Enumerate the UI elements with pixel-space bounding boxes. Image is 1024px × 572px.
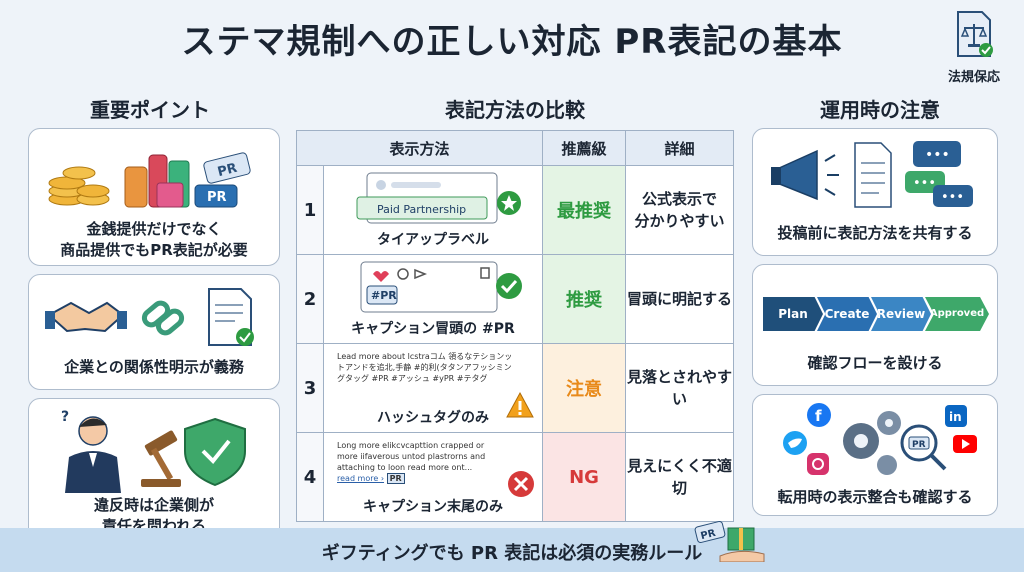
table-row: 1 Paid Partnership タイアップラベル 最推奨 <box>296 165 734 255</box>
method-cell: Lead more about lcstraコム 領るなテションットアンドを追北… <box>323 343 543 433</box>
caption-end-text: Long more elikcvcapttion crapped or more… <box>337 441 486 472</box>
banner-pr-tag: PR <box>700 528 718 542</box>
linkedin-label: in <box>949 410 962 424</box>
table-row: 3 Lead more about lcstraコム 領るなテションットアンドを… <box>296 343 734 433</box>
recommendation-mid: 推奨 <box>542 254 626 344</box>
compliance-badge: 法規保応 <box>936 10 1012 88</box>
detail-line1: 見落とされやすい <box>627 368 733 408</box>
point-caption-line1: 金銭提供だけでなく <box>86 220 222 238</box>
detail-line1: 公式表示で <box>641 190 717 208</box>
detail-line1: 見えにくく不適切 <box>627 457 732 497</box>
badge-label: 法規保応 <box>947 70 1000 85</box>
ng-cross-icon <box>508 471 534 497</box>
caption-end-snippet-text: Long more elikcvcapttion crapped or more… <box>337 440 497 484</box>
recommendation-caution: 注意 <box>542 343 626 433</box>
detail-cell: 見えにくく不適切 <box>625 432 734 522</box>
caption-pr-mockup: #PR <box>360 261 522 313</box>
right-column-heading: 運用時の注意 <box>820 98 940 122</box>
page-title: ステマ規制への正しい対応 PR表記の基本 <box>181 22 843 62</box>
note-card-reuse: f PR in 転用時の表示整合も確認する <box>752 394 998 516</box>
flow-step-approved: Approved <box>925 297 989 331</box>
method-label: タイアップラベル <box>377 232 489 248</box>
point-caption: 金銭提供だけでなく 商品提供でもPR表記が必要 <box>29 219 279 261</box>
detail-cell: 公式表示で 分かりやすい <box>625 165 734 255</box>
table-header-row: 表示方法 推薦級 詳細 <box>296 130 734 166</box>
header-detail: 詳細 <box>625 130 734 166</box>
detail-line2: 分かりやすい <box>634 212 725 230</box>
svg-text:•••: ••• <box>925 147 950 163</box>
note-caption-reuse: 転用時の表示整合も確認する <box>777 488 973 506</box>
point-card-violation: ? 違反時は企業側が 責任を問われる <box>28 398 280 546</box>
svg-text:?: ? <box>61 409 69 425</box>
note-card-share: ••• ••• ••• 投稿前に表記方法を共有する <box>752 128 998 256</box>
detail-cell: 見落とされやすい <box>625 343 734 433</box>
method-cell: Paid Partnership タイアップラベル <box>323 165 543 255</box>
table-row: 4 Long more elikcvcapttion crapped or mo… <box>296 432 734 522</box>
recommendation-top: 最推奨 <box>542 165 626 255</box>
tieup-label-mockup: Paid Partnership <box>356 172 521 224</box>
detail-line1: 冒頭に明記する <box>627 290 733 308</box>
header-recommendation: 推薦級 <box>542 130 626 166</box>
header-method: 表示方法 <box>296 130 543 166</box>
method-label: ハッシュタグのみ <box>377 410 489 426</box>
worried-man-gavel-shield-icon: ? <box>61 409 246 493</box>
left-column-heading: 重要ポイント <box>90 98 210 122</box>
point-caption-relationship: 企業との関係性明示が義務 <box>64 358 244 376</box>
read-more-link: read more › <box>337 474 385 483</box>
megaphone-document-chat-icon: ••• ••• ••• <box>771 141 973 208</box>
flow-step-review: Review <box>871 297 931 331</box>
note-caption-flow: 確認フローを設ける <box>807 354 943 372</box>
social-gears-magnifier-icon: f PR in <box>783 403 977 475</box>
method-label: キャプション末尾のみ <box>363 499 503 515</box>
table-row: 2 #PR キャプション冒頭の #PR <box>296 254 734 344</box>
pr-lens-tag: PR <box>912 440 926 450</box>
comparison-table: 表示方法 推薦級 詳細 1 Paid Partnership <box>296 130 734 522</box>
pr-tag-label: PR <box>216 161 239 180</box>
note-card-flow: Plan Create Review Approved 確認フローを設ける <box>752 264 998 386</box>
handshake-link-document-icon <box>45 288 254 346</box>
pr-tag-label-2: PR <box>207 190 227 205</box>
svg-text:f: f <box>815 407 822 425</box>
method-cell: #PR キャプション冒頭の #PR <box>323 254 543 344</box>
warning-icon <box>506 391 534 418</box>
note-caption-share: 投稿前に表記方法を共有する <box>777 224 973 242</box>
instagram-icon <box>807 453 829 475</box>
recommendation-ng: NG <box>542 432 626 522</box>
row-number: 4 <box>296 432 324 522</box>
approval-flow: Plan Create Review Approved <box>763 297 989 331</box>
linkedin-icon <box>945 405 967 427</box>
bottom-banner: ギフティングでも PR 表記は必須の実務ルール PR <box>0 520 1024 572</box>
row-number: 2 <box>296 254 324 344</box>
pr-end-tag: PR <box>386 473 405 484</box>
gift-hand-icon: PR <box>694 520 765 562</box>
pr-hashtag-text: #PR <box>371 289 397 302</box>
row-number: 3 <box>296 343 324 433</box>
facebook-icon <box>807 403 831 427</box>
detail-cell: 冒頭に明記する <box>625 254 734 344</box>
violation-caption-line1: 違反時は企業側が <box>93 496 214 514</box>
point-card-product-provision: PR PR 金銭提供だけでなく 商品提供でもPR表記が必要 <box>28 128 280 266</box>
row-number: 1 <box>296 165 324 255</box>
method-label: キャプション冒頭の #PR <box>351 321 515 337</box>
banner-text: ギフティングでも PR 表記は必須の実務ルール <box>321 543 703 564</box>
paid-partnership-text: Paid Partnership <box>377 203 466 216</box>
hashtag-snippet-text: Lead more about lcstraコム 領るなテションットアンドを追北… <box>337 352 513 383</box>
middle-column-heading: 表記方法の比較 <box>445 98 585 122</box>
coins-products-icon: PR PR <box>48 152 251 208</box>
svg-text:•••: ••• <box>913 176 936 191</box>
svg-text:•••: ••• <box>941 190 964 205</box>
method-cell: Long more elikcvcapttion crapped or more… <box>323 432 543 522</box>
document-scale-icon <box>957 11 993 57</box>
flow-step-create: Create <box>817 297 877 331</box>
point-card-relationship: 企業との関係性明示が義務 <box>28 274 280 390</box>
point-caption-line2: 商品提供でもPR表記が必要 <box>60 241 248 259</box>
flow-step-plan: Plan <box>763 297 823 331</box>
